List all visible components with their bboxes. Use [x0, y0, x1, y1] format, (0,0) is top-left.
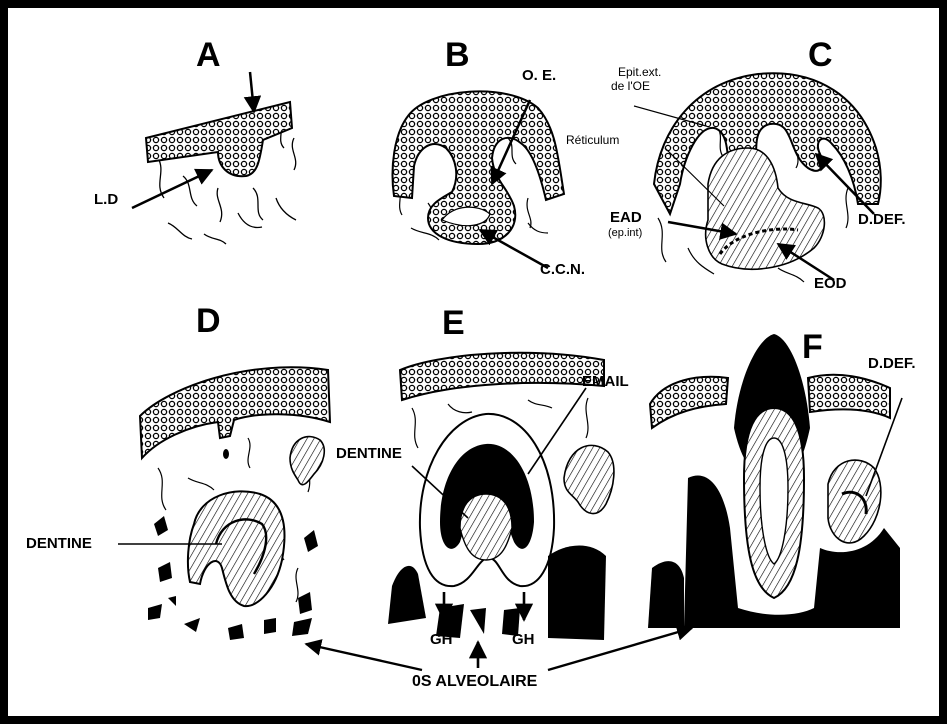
panel-a-letter: A — [196, 38, 221, 72]
panel-e-drawing — [388, 353, 614, 668]
label-dentine-e: DENTINE — [336, 446, 402, 461]
label-reticulum: Réticulum — [566, 134, 619, 147]
label-gh-left: GH — [430, 632, 453, 647]
panel-b-drawing — [393, 91, 564, 268]
label-d-def-f: D.DEF. — [868, 356, 916, 371]
label-os-alveolaire: 0S ALVEOLAIRE — [412, 674, 537, 690]
label-ep-int: (ep.int) — [608, 228, 642, 239]
label-epit-ext-1: Epit.ext. — [618, 66, 661, 79]
panel-b-letter: B — [445, 38, 470, 72]
panel-f-letter: F — [802, 330, 823, 364]
label-ead: EAD — [610, 210, 642, 225]
panel-c-letter: C — [808, 38, 833, 72]
panel-d-letter: D — [196, 304, 221, 338]
label-epit-ext-2: de l'OE — [611, 80, 650, 93]
panel-f-drawing — [648, 334, 902, 628]
panel-e-letter: E — [442, 306, 465, 340]
label-email: EMAIL — [582, 374, 629, 389]
label-oe: O. E. — [522, 68, 556, 83]
tooth-development-diagram — [8, 8, 939, 716]
label-dentine-d: DENTINE — [26, 536, 92, 551]
panel-a-drawing — [132, 72, 296, 244]
panel-d-drawing — [118, 367, 330, 640]
label-ld: L.D — [94, 192, 118, 207]
os-alveolaire-arrows — [306, 628, 692, 670]
label-eod: EOD — [814, 276, 847, 291]
panel-c-drawing — [634, 73, 881, 282]
label-ccn: C.C.N. — [540, 262, 585, 277]
label-gh-right: GH — [512, 632, 535, 647]
label-d-def-c: D.DEF. — [858, 212, 906, 227]
